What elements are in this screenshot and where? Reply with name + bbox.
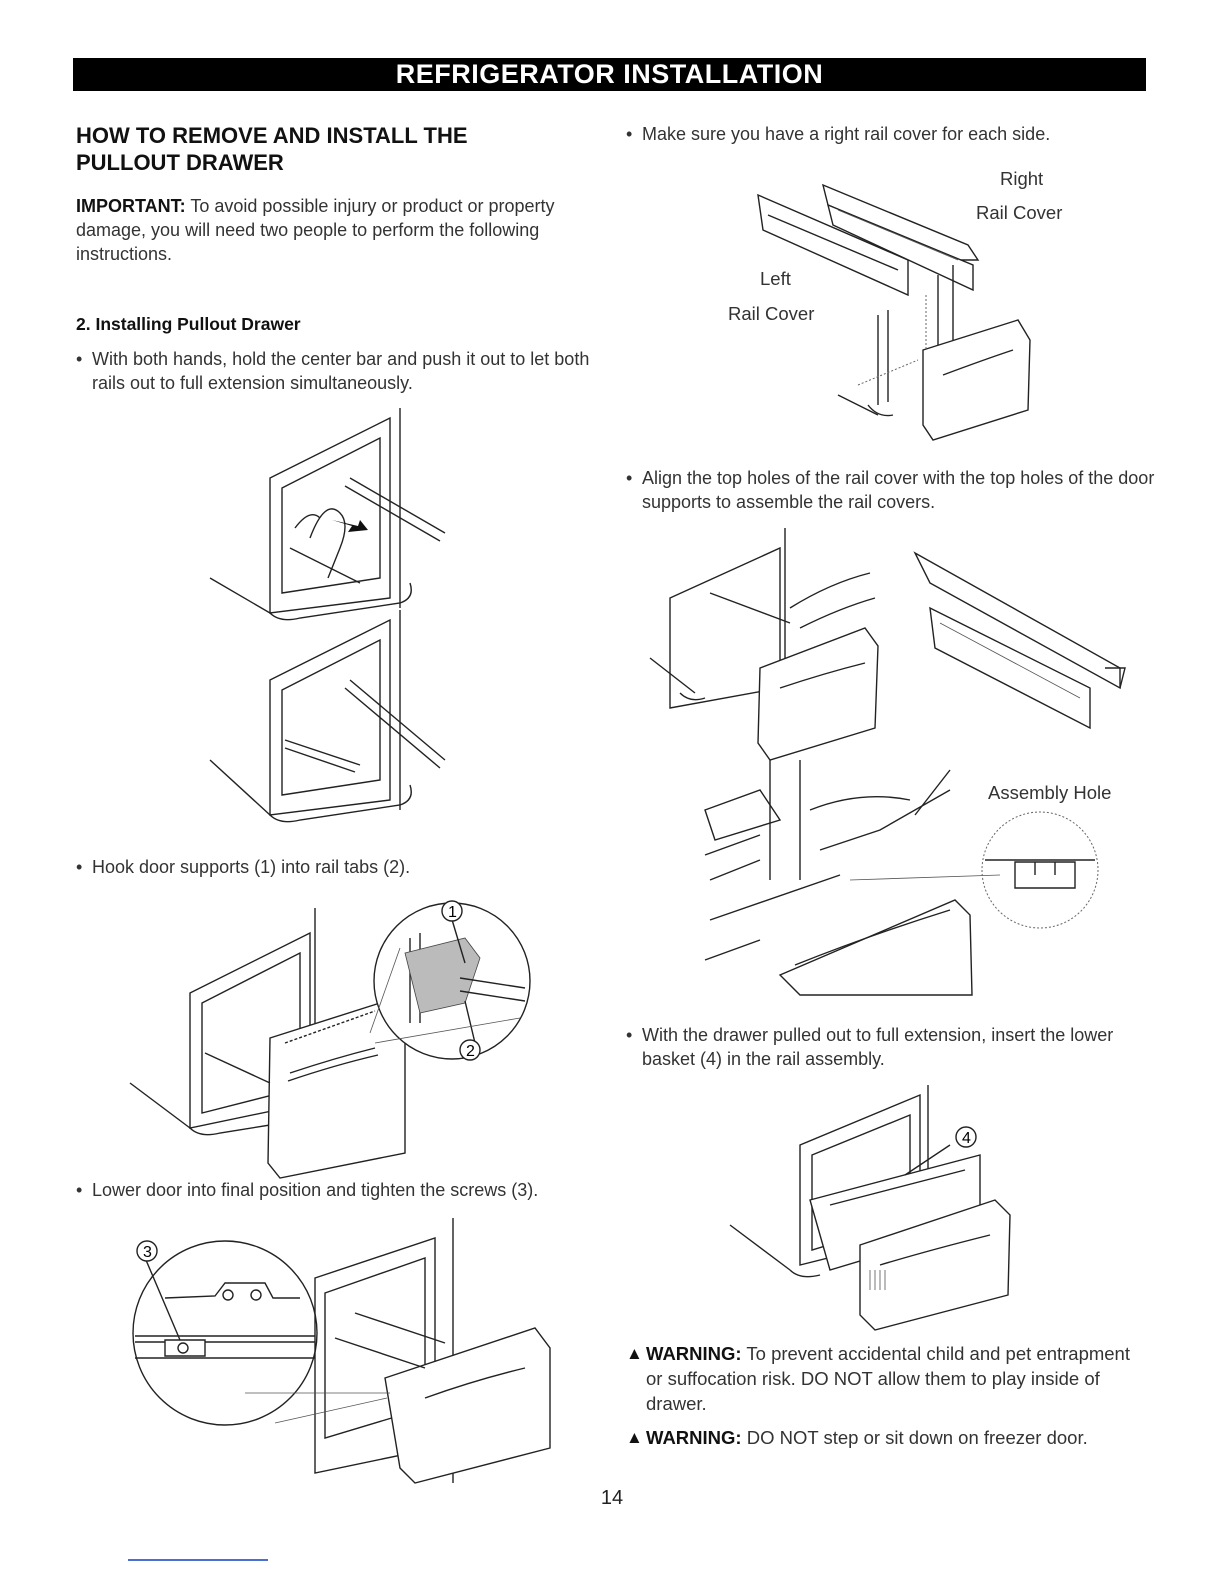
label-right: Right [1000, 168, 1044, 189]
title-line-2: PULLOUT DRAWER [76, 150, 284, 175]
page-number: 14 [600, 1487, 624, 1509]
warning-2-label: WARNING: [646, 1427, 742, 1448]
warning-triangle-icon: ▲ [626, 1428, 643, 1447]
left-bullet-3-wrap: Lower door into final position and tight… [76, 1178, 616, 1202]
warning-entrapment: ▲WARNING: To prevent accidental child an… [626, 1341, 1146, 1416]
figure-rails-extended [200, 610, 460, 830]
warnings: ▲WARNING: To prevent accidental child an… [626, 1341, 1146, 1450]
label-right-rail-cover: Rail Cover [976, 202, 1063, 223]
bullet-push-center-bar: With both hands, hold the center bar and… [76, 347, 596, 395]
figure-assembly-hole [700, 760, 1110, 1000]
bullet-align-top-holes: Align the top holes of the rail cover wi… [626, 466, 1156, 514]
warning-1-text: To prevent accidental child and pet entr… [646, 1343, 1130, 1414]
title-line-1: HOW TO REMOVE AND INSTALL THE [76, 123, 468, 148]
right-bullet-2-wrap: Align the top holes of the rail cover wi… [626, 466, 1156, 514]
important-note: IMPORTANT: To avoid possible injury or p… [76, 194, 596, 266]
warning-step-sit: ▲WARNING: DO NOT step or sit down on fre… [626, 1425, 1146, 1450]
banner-title: REFRIGERATOR INSTALLATION [395, 59, 824, 89]
right-bullet-3-wrap: With the drawer pulled out to full exten… [626, 1023, 1146, 1071]
section-title: HOW TO REMOVE AND INSTALL THE PULLOUT DR… [76, 122, 596, 176]
figure-rail-covers [758, 170, 1038, 445]
figure-hook-door-supports: 1 2 [120, 893, 540, 1173]
section-banner: REFRIGERATOR INSTALLATION [73, 58, 1146, 91]
left-column-header: HOW TO REMOVE AND INSTALL THE PULLOUT DR… [76, 122, 596, 395]
warning-triangle-icon: ▲ [626, 1344, 643, 1363]
bullet-insert-lower-basket: With the drawer pulled out to full exten… [626, 1023, 1146, 1071]
step-heading: 2. Installing Pullout Drawer [76, 314, 301, 334]
figure-push-center-bar [200, 408, 460, 628]
bottom-link-underline[interactable] [128, 1559, 268, 1561]
figure-align-rail-cover [650, 528, 1140, 763]
important-label: IMPORTANT: [76, 196, 186, 216]
bullet-rail-cover-each-side: Make sure you have a right rail cover fo… [626, 122, 1146, 146]
figure-tighten-screws: 3 [125, 1218, 555, 1483]
important-text: To avoid possible injury or product or p… [76, 196, 555, 264]
right-bullet-1-wrap: Make sure you have a right rail cover fo… [626, 122, 1146, 146]
callout-4: 4 [962, 1130, 971, 1147]
callout-2: 2 [466, 1043, 475, 1060]
warning-1-label: WARNING: [646, 1343, 742, 1364]
label-left-rail-cover: Rail Cover [728, 303, 815, 324]
callout-3: 3 [143, 1244, 152, 1261]
bullet-hook-door-supports: Hook door supports (1) into rail tabs (2… [76, 855, 596, 879]
bullet-lower-door: Lower door into final position and tight… [76, 1178, 616, 1202]
warning-2-text: DO NOT step or sit down on freezer door. [741, 1427, 1088, 1448]
figure-lower-basket: 4 [730, 1085, 1020, 1330]
callout-1: 1 [448, 904, 457, 921]
label-assembly-hole: Assembly Hole [988, 782, 1112, 803]
left-bullet-2-wrap: Hook door supports (1) into rail tabs (2… [76, 855, 596, 879]
label-left: Left [760, 268, 791, 289]
